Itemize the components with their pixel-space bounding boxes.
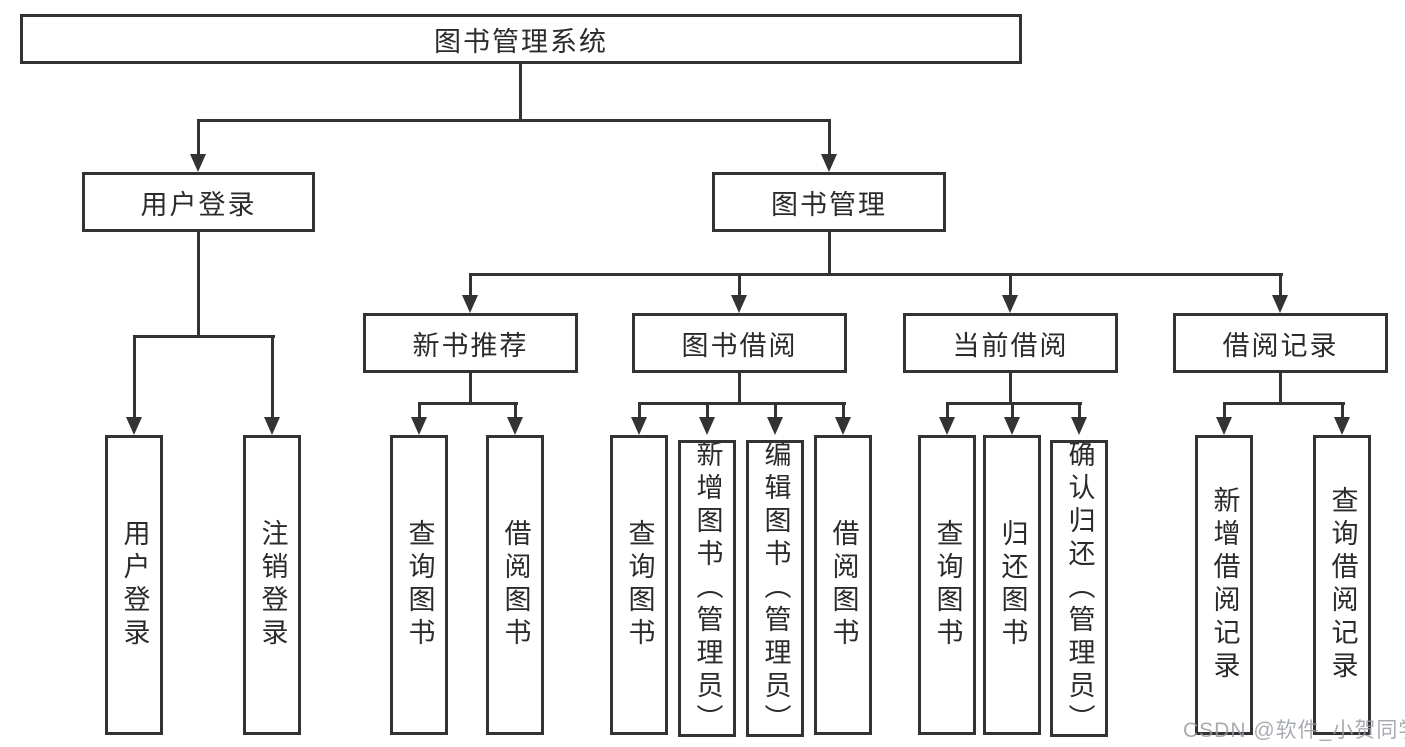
arrow-down-icon (835, 417, 851, 435)
node-leaf-user-login: 用户登录 (105, 435, 163, 735)
node-leaf-return-books: 归还图书 (983, 435, 1041, 735)
arrow-down-icon (767, 417, 783, 435)
connector-line (828, 232, 831, 276)
arrow-down-icon (631, 417, 647, 435)
connector-line (1009, 273, 1012, 298)
node-leaf-user-login-label: 用户登录 (119, 519, 150, 651)
node-leaf-edit-books-admin: 编辑图书（管理员） (746, 440, 804, 737)
node-leaf-logout: 注销登录 (243, 435, 301, 735)
connector-line (738, 373, 741, 404)
arrow-down-icon (507, 417, 523, 435)
arrow-down-icon (699, 417, 715, 435)
node-leaf-query-books-recommend-label: 查询图书 (404, 519, 435, 651)
connector-line (842, 402, 845, 419)
node-book-borrowing: 图书借阅 (632, 313, 847, 373)
node-leaf-query-books-borrowing-label: 查询图书 (624, 519, 655, 651)
connector-line (133, 335, 275, 338)
node-book-management-label: 图书管理 (771, 189, 887, 220)
node-leaf-add-borrow-record: 新增借阅记录 (1195, 435, 1253, 735)
node-leaf-edit-books-admin-label: 编辑图书（管理员） (760, 440, 791, 737)
node-leaf-confirm-return-admin: 确认归还（管理员） (1050, 440, 1108, 737)
connector-line (638, 402, 846, 405)
connector-line (133, 335, 136, 419)
connector-line (1078, 402, 1081, 419)
node-leaf-add-books-admin-label: 新增图书（管理员） (692, 440, 723, 737)
node-leaf-logout-label: 注销登录 (257, 519, 288, 651)
connector-line (469, 373, 472, 404)
connector-line (1009, 373, 1012, 404)
arrow-down-icon (1002, 295, 1018, 313)
connector-line (1223, 402, 1345, 405)
connector-line (197, 119, 831, 122)
node-book-borrowing-label: 图书借阅 (681, 330, 798, 361)
connector-line (197, 232, 200, 338)
connector-line (638, 402, 641, 419)
node-leaf-borrow-books-borrowing-label: 借阅图书 (828, 519, 859, 651)
node-leaf-query-books-recommend: 查询图书 (390, 435, 448, 735)
connector-line (946, 402, 949, 419)
arrow-down-icon (1071, 417, 1087, 435)
connector-line (1279, 373, 1282, 404)
node-current-borrowing-label: 当前借阅 (952, 330, 1069, 361)
watermark: CSDN @软件_小贺同学 (1183, 719, 1405, 742)
connector-line (519, 64, 522, 121)
node-leaf-borrow-books-recommend: 借阅图书 (486, 435, 544, 735)
connector-line (197, 119, 200, 156)
node-leaf-borrow-books-borrowing: 借阅图书 (814, 435, 872, 735)
node-borrowing-records-label: 借阅记录 (1222, 330, 1339, 361)
arrow-down-icon (411, 417, 427, 435)
connector-line (418, 402, 518, 405)
connector-line (1279, 273, 1282, 298)
arrow-down-icon (264, 417, 280, 435)
connector-line (514, 402, 517, 419)
connector-line (1341, 402, 1344, 419)
arrow-down-icon (731, 295, 747, 313)
connector-line (774, 402, 777, 419)
node-book-management: 图书管理 (712, 172, 946, 232)
arrow-down-icon (126, 417, 142, 435)
connector-line (738, 273, 741, 298)
node-leaf-query-borrow-record: 查询借阅记录 (1313, 435, 1371, 735)
node-leaf-query-borrow-record-label: 查询借阅记录 (1327, 486, 1358, 684)
connector-line (706, 402, 709, 419)
node-library-system-label: 图书管理系统 (434, 26, 608, 57)
connector-line (469, 273, 472, 298)
node-new-book-recommend: 新书推荐 (363, 313, 578, 373)
arrow-down-icon (939, 417, 955, 435)
arrow-down-icon (1216, 417, 1232, 435)
node-borrowing-records: 借阅记录 (1173, 313, 1388, 373)
node-leaf-add-books-admin: 新增图书（管理员） (678, 440, 736, 737)
node-user-login: 用户登录 (82, 172, 315, 232)
connector-line (1011, 402, 1014, 419)
connector-line (271, 335, 274, 419)
node-user-login-label: 用户登录 (140, 189, 257, 220)
connector-line (1223, 402, 1226, 419)
node-leaf-add-borrow-record-label: 新增借阅记录 (1209, 486, 1240, 684)
arrow-down-icon (1334, 417, 1350, 435)
node-leaf-query-books-borrowing: 查询图书 (610, 435, 668, 735)
connector-line (469, 273, 1283, 276)
arrow-down-icon (1272, 295, 1288, 313)
node-leaf-query-books-current: 查询图书 (918, 435, 976, 735)
connector-line (946, 402, 1082, 405)
arrow-down-icon (190, 154, 206, 172)
node-leaf-confirm-return-admin-label: 确认归还（管理员） (1064, 440, 1095, 737)
node-new-book-recommend-label: 新书推荐 (412, 330, 529, 361)
node-library-system: 图书管理系统 (20, 14, 1022, 64)
arrow-down-icon (821, 154, 837, 172)
node-leaf-return-books-label: 归还图书 (997, 519, 1028, 651)
arrow-down-icon (462, 295, 478, 313)
connector-line (418, 402, 421, 419)
arrow-down-icon (1004, 417, 1020, 435)
node-current-borrowing: 当前借阅 (903, 313, 1118, 373)
node-leaf-borrow-books-recommend-label: 借阅图书 (500, 519, 531, 651)
node-leaf-query-books-current-label: 查询图书 (932, 519, 963, 651)
connector-line (828, 119, 831, 156)
